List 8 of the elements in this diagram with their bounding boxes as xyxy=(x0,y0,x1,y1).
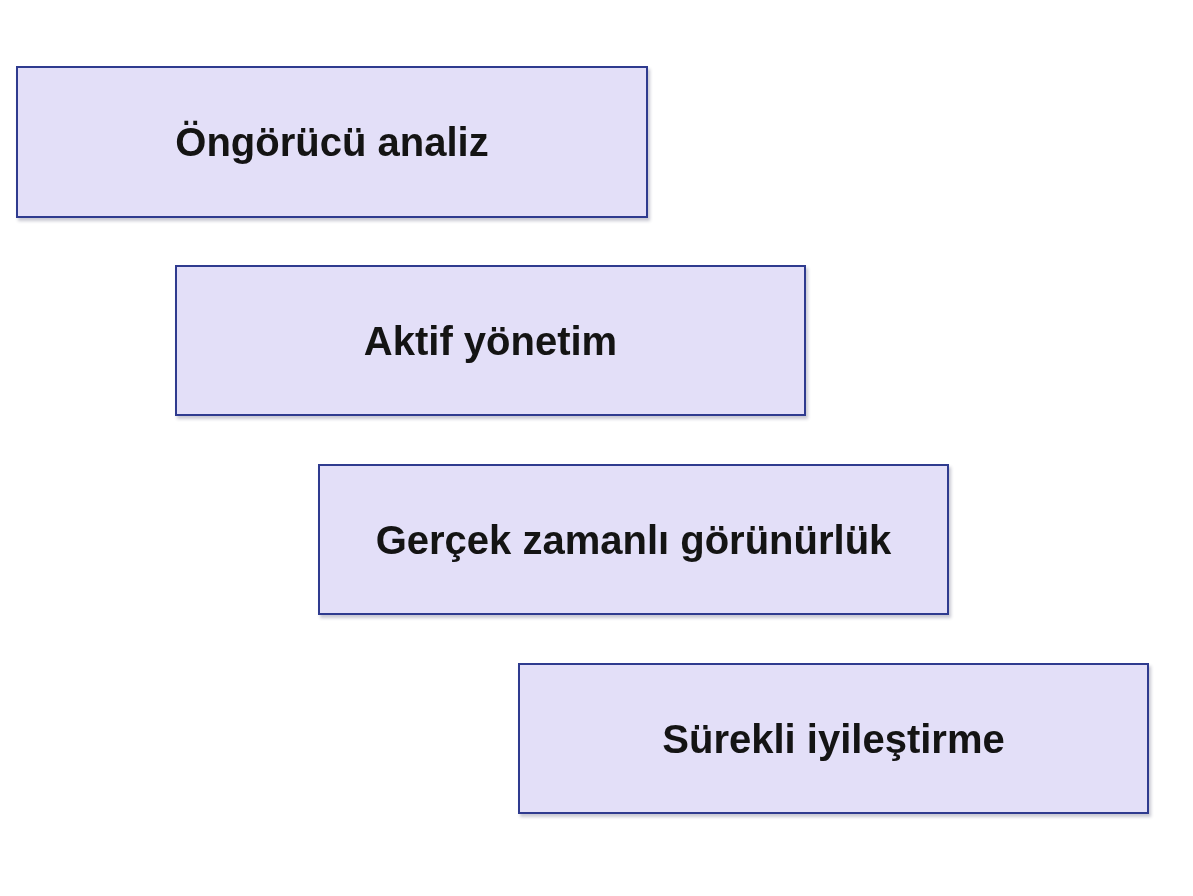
box-label: Gerçek zamanlı görünürlük xyxy=(375,516,892,563)
process-box xyxy=(16,66,648,218)
process-box xyxy=(175,265,806,416)
process-box xyxy=(518,663,1149,814)
box-label: Sürekli iyileştirme xyxy=(662,715,1005,762)
process-box xyxy=(318,464,949,615)
box-label: Aktif yönetim xyxy=(363,317,618,364)
box-label: Öngörücü analiz xyxy=(175,119,489,165)
